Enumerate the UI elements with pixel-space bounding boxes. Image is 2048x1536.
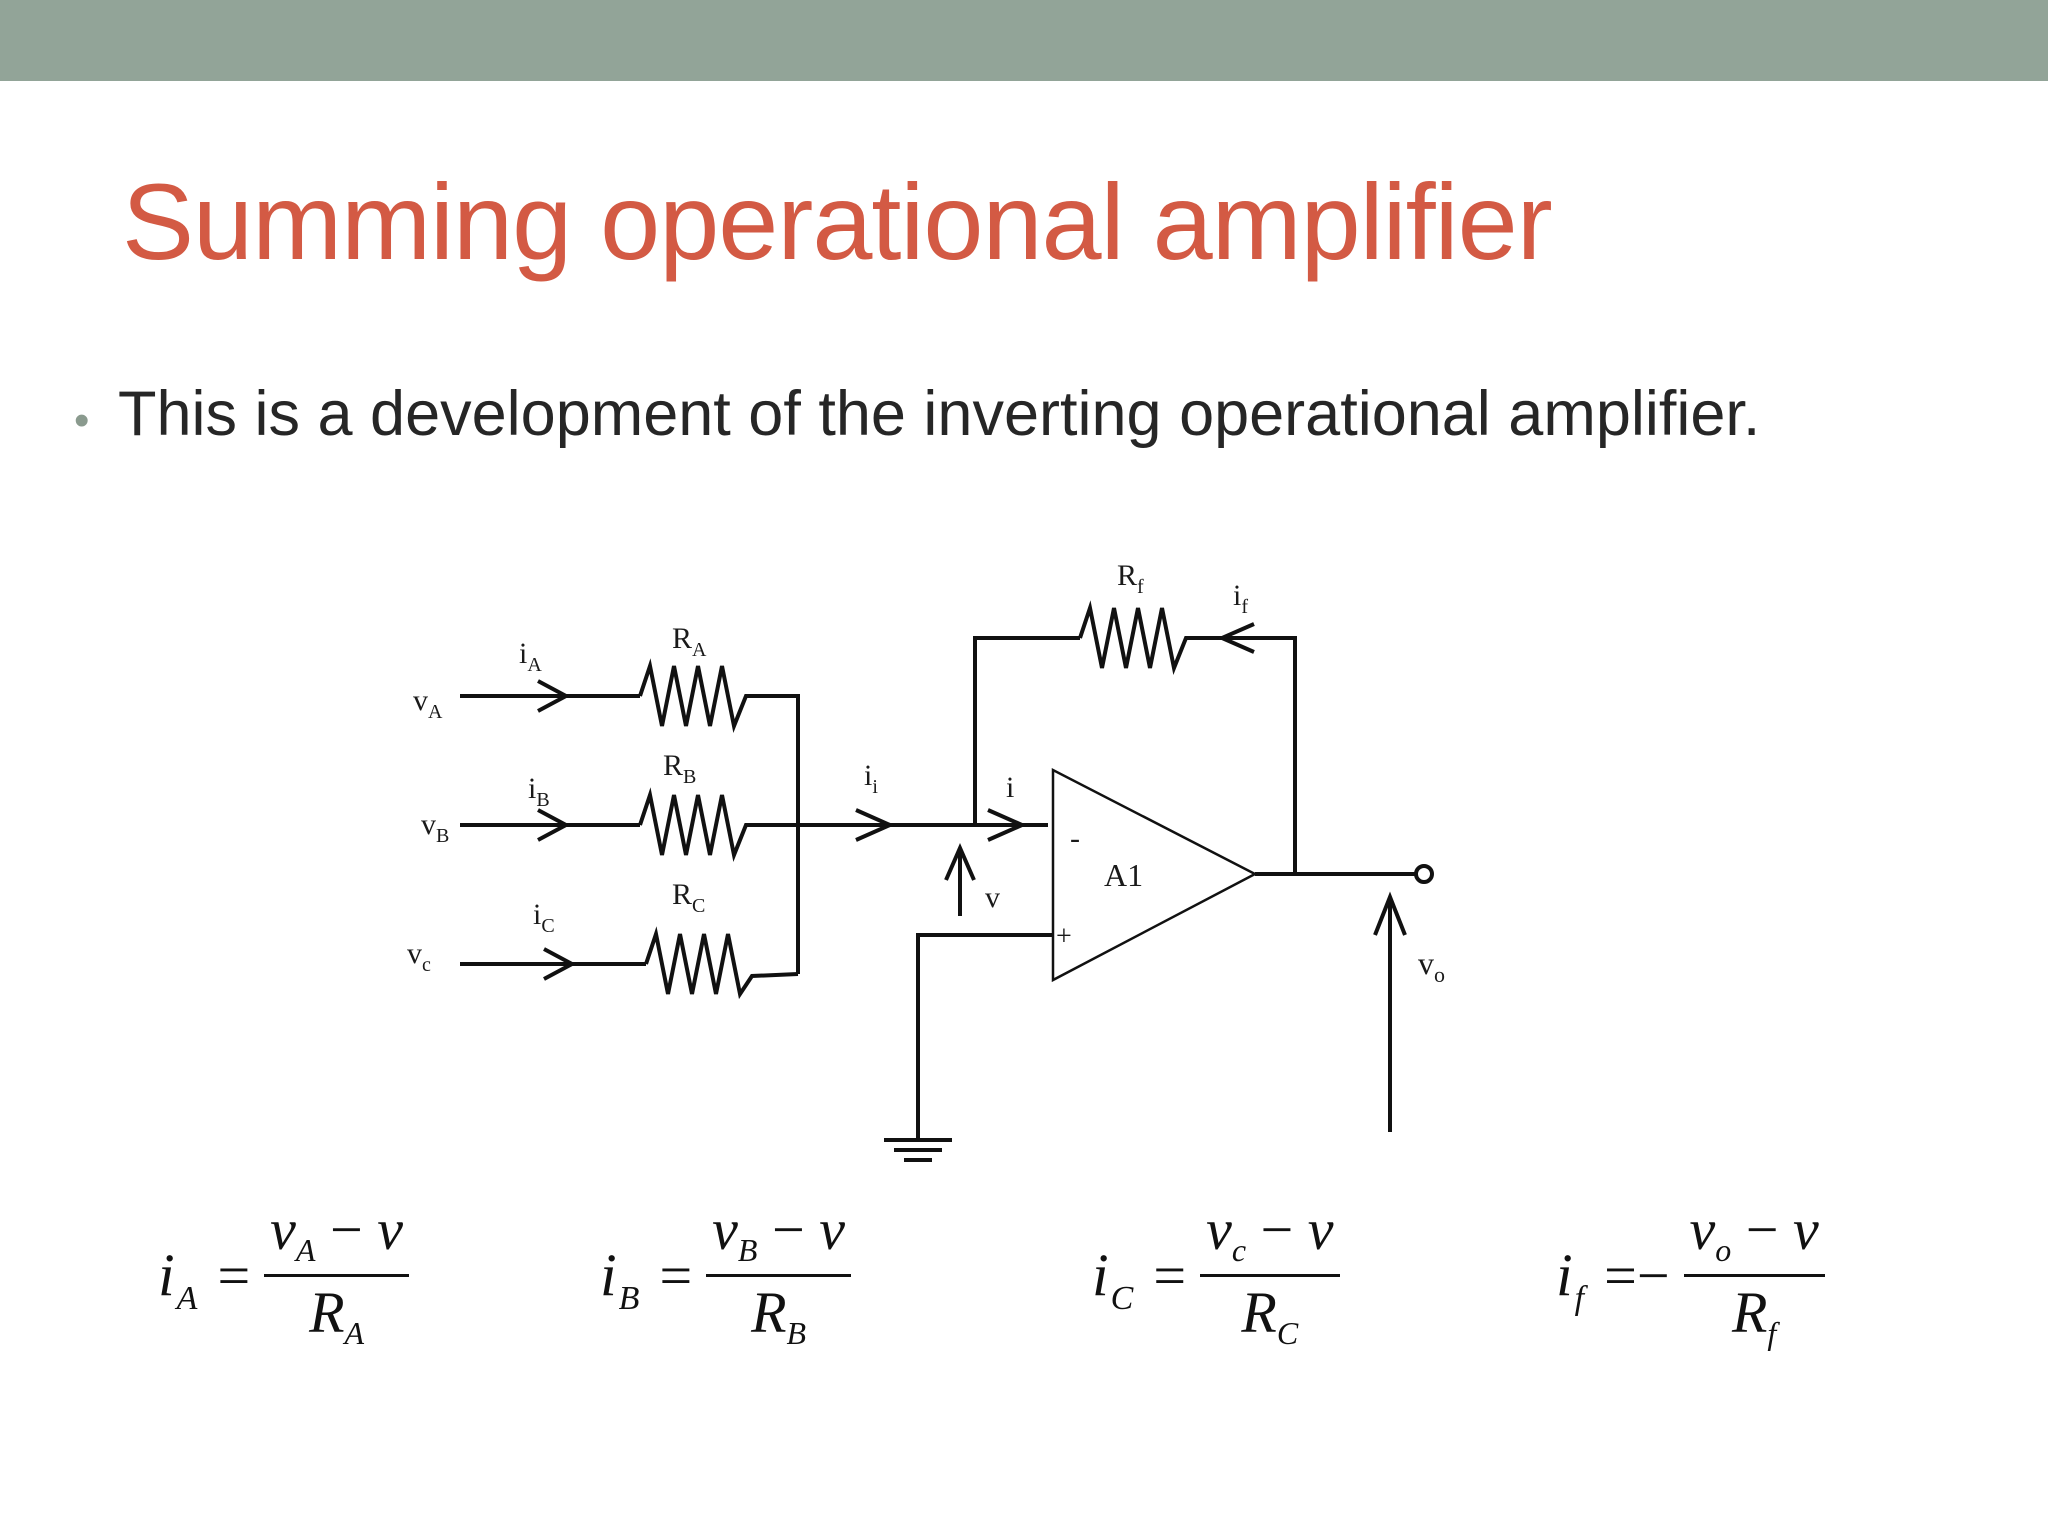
opamp-triangle	[1051, 767, 1258, 983]
current-c-label: iC	[533, 898, 555, 937]
formula-denominator: RC	[1241, 1279, 1299, 1351]
ground-wire	[916, 933, 1052, 1138]
formula-fraction: vB − v RB	[706, 1199, 851, 1351]
feedback-left-wire	[973, 636, 1080, 825]
formula-numerator: vc − v	[1200, 1199, 1340, 1277]
resistor-a-label: RA	[672, 622, 707, 661]
resistor-a	[638, 658, 800, 974]
formula-denominator: Rf	[1731, 1279, 1777, 1351]
output-voltage-label: vo	[1418, 945, 1445, 987]
inverting-input-sign: -	[1070, 822, 1080, 855]
input-current-label: ii	[864, 759, 878, 798]
feedback-resistor	[1078, 600, 1297, 874]
resistor-c	[644, 926, 799, 1000]
formula-fraction: vo − v Rf	[1683, 1199, 1825, 1351]
formula-fraction: vc − v RC	[1200, 1199, 1340, 1351]
formula-equals: =	[1153, 1242, 1187, 1308]
output-terminal	[1414, 864, 1434, 884]
resistor-b	[638, 787, 1048, 862]
feedback-resistor-label: Rf	[1117, 559, 1144, 598]
bullet-text: This is a development of the inverting o…	[118, 379, 1761, 449]
voltage-b-label: vB	[421, 808, 449, 847]
formula-denominator: RA	[309, 1279, 365, 1351]
voltage-c-label: vc	[407, 937, 431, 976]
opamp-current-label: i	[1006, 771, 1014, 804]
current-a-arrow	[537, 679, 571, 713]
node-voltage-arrow-head	[944, 843, 976, 881]
feedback-current-label: if	[1233, 579, 1248, 618]
slide-header-bar	[0, 0, 2048, 81]
resistor-b-label: RB	[663, 749, 696, 788]
current-c-arrow	[543, 947, 577, 981]
bullet-dot-icon: •	[74, 396, 90, 445]
amp-label: A1	[1104, 857, 1143, 893]
current-b-label: iB	[528, 772, 550, 811]
non-inverting-input-sign: +	[1056, 921, 1072, 952]
formula-numerator: vB − v	[706, 1199, 851, 1277]
slide-title: Summing operational amplifier	[122, 161, 1553, 282]
opamp-current-arrow	[987, 808, 1027, 842]
voltage-a-label: vA	[413, 684, 443, 723]
feedback-current-arrow	[1217, 622, 1255, 654]
formula-equals: =−	[1604, 1242, 1670, 1308]
bullet-item: • This is a development of the inverting…	[74, 378, 1760, 450]
formula-fraction: vA − v RA	[264, 1199, 409, 1351]
formula-equals: =	[217, 1242, 251, 1308]
current-b-arrow	[537, 808, 571, 842]
formula-denominator: RB	[751, 1279, 807, 1351]
resistor-c-label: RC	[672, 878, 705, 917]
current-a-label: iA	[519, 637, 542, 676]
output-voltage-arrow-head	[1373, 891, 1407, 936]
input-current-arrow	[855, 808, 895, 842]
node-voltage-label: v	[985, 881, 1000, 914]
formula-numerator: vo − v	[1683, 1199, 1825, 1277]
formula-numerator: vA − v	[264, 1199, 409, 1277]
formula-equals: =	[659, 1242, 693, 1308]
